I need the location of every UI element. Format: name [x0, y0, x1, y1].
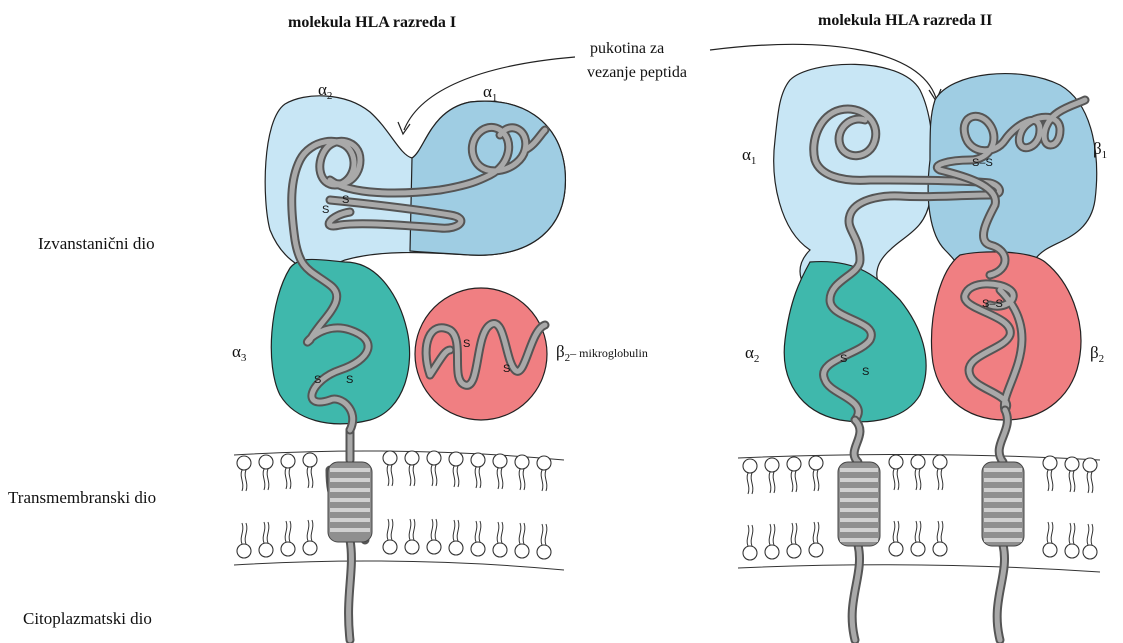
- disulfide-s: S: [342, 194, 349, 206]
- callout-line2: vezanje peptida: [587, 64, 687, 81]
- label-beta1-class2: β1: [1093, 139, 1107, 161]
- disulfide-s: S: [862, 366, 869, 378]
- disulfide-s: S: [346, 374, 353, 386]
- title-class1: molekula HLA razreda I: [288, 14, 456, 31]
- label-beta2-microglobulin: β2– mikroglobulin: [556, 342, 648, 364]
- label-alpha1: α1: [483, 82, 497, 104]
- disulfide-s: S: [322, 204, 329, 216]
- disulfide-s: S: [840, 353, 847, 365]
- title-class2: molekula HLA razreda II: [818, 12, 992, 29]
- label-transmembrane: Transmembranski dio: [8, 488, 156, 507]
- domain-alpha2-class2: [784, 262, 926, 422]
- disulfide-ss: S–S: [982, 298, 1003, 310]
- transmembrane-helix-class1: [328, 462, 372, 542]
- callout-line1: pukotina za: [590, 40, 664, 57]
- membrane-class2: [738, 454, 1100, 572]
- disulfide-ss: S–S: [972, 157, 993, 169]
- label-cytoplasmic: Citoplazmatski dio: [23, 609, 152, 628]
- disulfide-s: S: [463, 338, 470, 350]
- transmembrane-helix-class2-alpha: [838, 462, 880, 546]
- label-beta2-class2: β2: [1090, 343, 1104, 365]
- membrane-class1: [234, 451, 564, 570]
- arrowhead-left: [398, 122, 410, 134]
- disulfide-s: S: [503, 363, 510, 375]
- label-alpha2-class2: α2: [745, 343, 759, 365]
- label-alpha2: α2: [318, 80, 332, 102]
- transmembrane-helix-class2-beta: [982, 462, 1024, 546]
- label-alpha3: α3: [232, 342, 247, 364]
- label-extracellular: Izvanstanični dio: [38, 234, 155, 253]
- label-alpha1-class2: α1: [742, 145, 756, 167]
- disulfide-s: S: [314, 374, 321, 386]
- class1-molecule: S S S S S S α2 α1 α3 β2– mikroglobulin: [232, 80, 648, 640]
